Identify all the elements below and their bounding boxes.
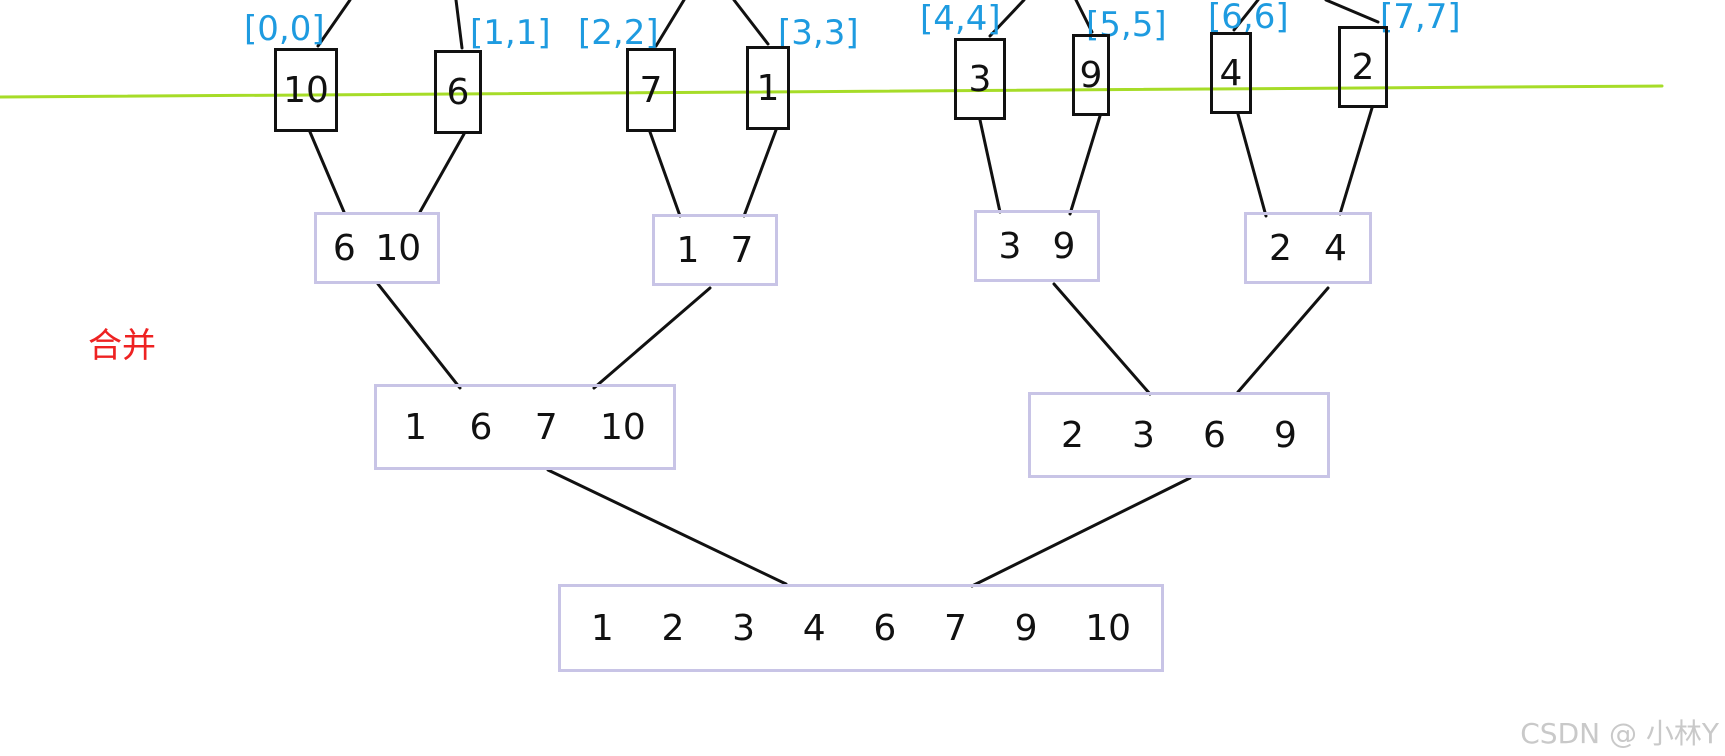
merged-value: 7 — [534, 406, 558, 448]
index-label-1: [1,1] — [470, 13, 551, 53]
merged-value: 9 — [1274, 414, 1297, 456]
leaf-cell-5: 9 — [1072, 34, 1110, 116]
merged-box-l1-0: 6 10 — [314, 212, 440, 284]
merged-value: 1 — [404, 406, 428, 448]
connector-line — [978, 118, 1002, 214]
merged-value: 7 — [730, 229, 754, 271]
connector-line — [1074, 0, 1094, 34]
connector-line — [1232, 0, 1260, 32]
merged-value: 6 — [1203, 414, 1226, 456]
merged-value: 4 — [1324, 227, 1347, 269]
leaf-cell-1: 6 — [434, 50, 482, 134]
leaf-cell-7: 2 — [1338, 26, 1388, 108]
merged-value: 4 — [802, 607, 826, 649]
merged-box-final: 1 2 3 4 6 7 9 10 — [558, 584, 1164, 672]
connector-line — [546, 468, 788, 586]
guide-line — [0, 84, 1664, 99]
merged-value: 3 — [998, 225, 1022, 267]
merged-box-l2-1: 2 3 6 9 — [1028, 392, 1330, 478]
merged-value: 3 — [732, 607, 756, 649]
merged-value: 3 — [1132, 414, 1155, 456]
connector-line — [742, 128, 778, 218]
index-label-2: [2,2] — [578, 13, 659, 53]
merged-value: 10 — [375, 227, 422, 269]
leaf-cell-0: 10 — [274, 48, 338, 132]
connector-line — [1068, 114, 1102, 216]
merged-value: 2 — [1061, 414, 1084, 456]
connector-line — [1236, 286, 1330, 394]
leaf-cell-3: 1 — [746, 46, 790, 130]
connector-line — [988, 0, 1026, 38]
merged-box-l1-1: 1 7 — [652, 214, 778, 286]
connector-line — [592, 286, 712, 390]
merged-value: 1 — [590, 607, 614, 649]
merged-value: 10 — [599, 406, 646, 448]
merged-value: 6 — [873, 607, 897, 649]
index-label-7: [7,7] — [1380, 0, 1461, 37]
leaf-cell-2: 7 — [626, 48, 676, 132]
index-label-3: [3,3] — [778, 13, 859, 53]
merged-value: 2 — [1269, 227, 1292, 269]
merge-label: 合并 — [88, 326, 156, 366]
merged-value: 10 — [1085, 607, 1132, 649]
merged-value: 2 — [661, 607, 685, 649]
merged-value: 6 — [332, 227, 356, 269]
connector-line — [1324, 0, 1380, 24]
connector-line — [970, 476, 1192, 588]
leaf-cell-4: 3 — [954, 38, 1006, 120]
connector-line — [1338, 106, 1374, 216]
merged-box-l2-0: 1 6 7 10 — [374, 384, 676, 470]
merged-value: 6 — [469, 406, 493, 448]
index-label-0: [0,0] — [244, 9, 325, 49]
connector-line — [648, 130, 682, 218]
leaf-cell-6: 4 — [1210, 32, 1252, 114]
connector-line — [654, 0, 686, 48]
index-label-6: [6,6] — [1208, 0, 1289, 37]
merged-value: 9 — [1014, 607, 1038, 649]
index-label-4: [4,4] — [920, 0, 1001, 39]
connector-line — [454, 0, 464, 50]
connector-line — [418, 132, 466, 214]
connector-line — [1236, 112, 1268, 218]
connector-line — [1052, 282, 1152, 396]
connector-line — [308, 130, 346, 214]
connector-line — [732, 0, 770, 46]
merged-box-l1-2: 3 9 — [974, 210, 1100, 282]
watermark: CSDN @ 小林Y — [1520, 717, 1719, 750]
connector-line — [376, 282, 462, 390]
merged-value: 7 — [943, 607, 967, 649]
merged-box-l1-3: 2 4 — [1244, 212, 1372, 284]
merged-value: 1 — [676, 229, 700, 271]
connector-line — [316, 0, 352, 48]
merged-value: 9 — [1052, 225, 1076, 267]
